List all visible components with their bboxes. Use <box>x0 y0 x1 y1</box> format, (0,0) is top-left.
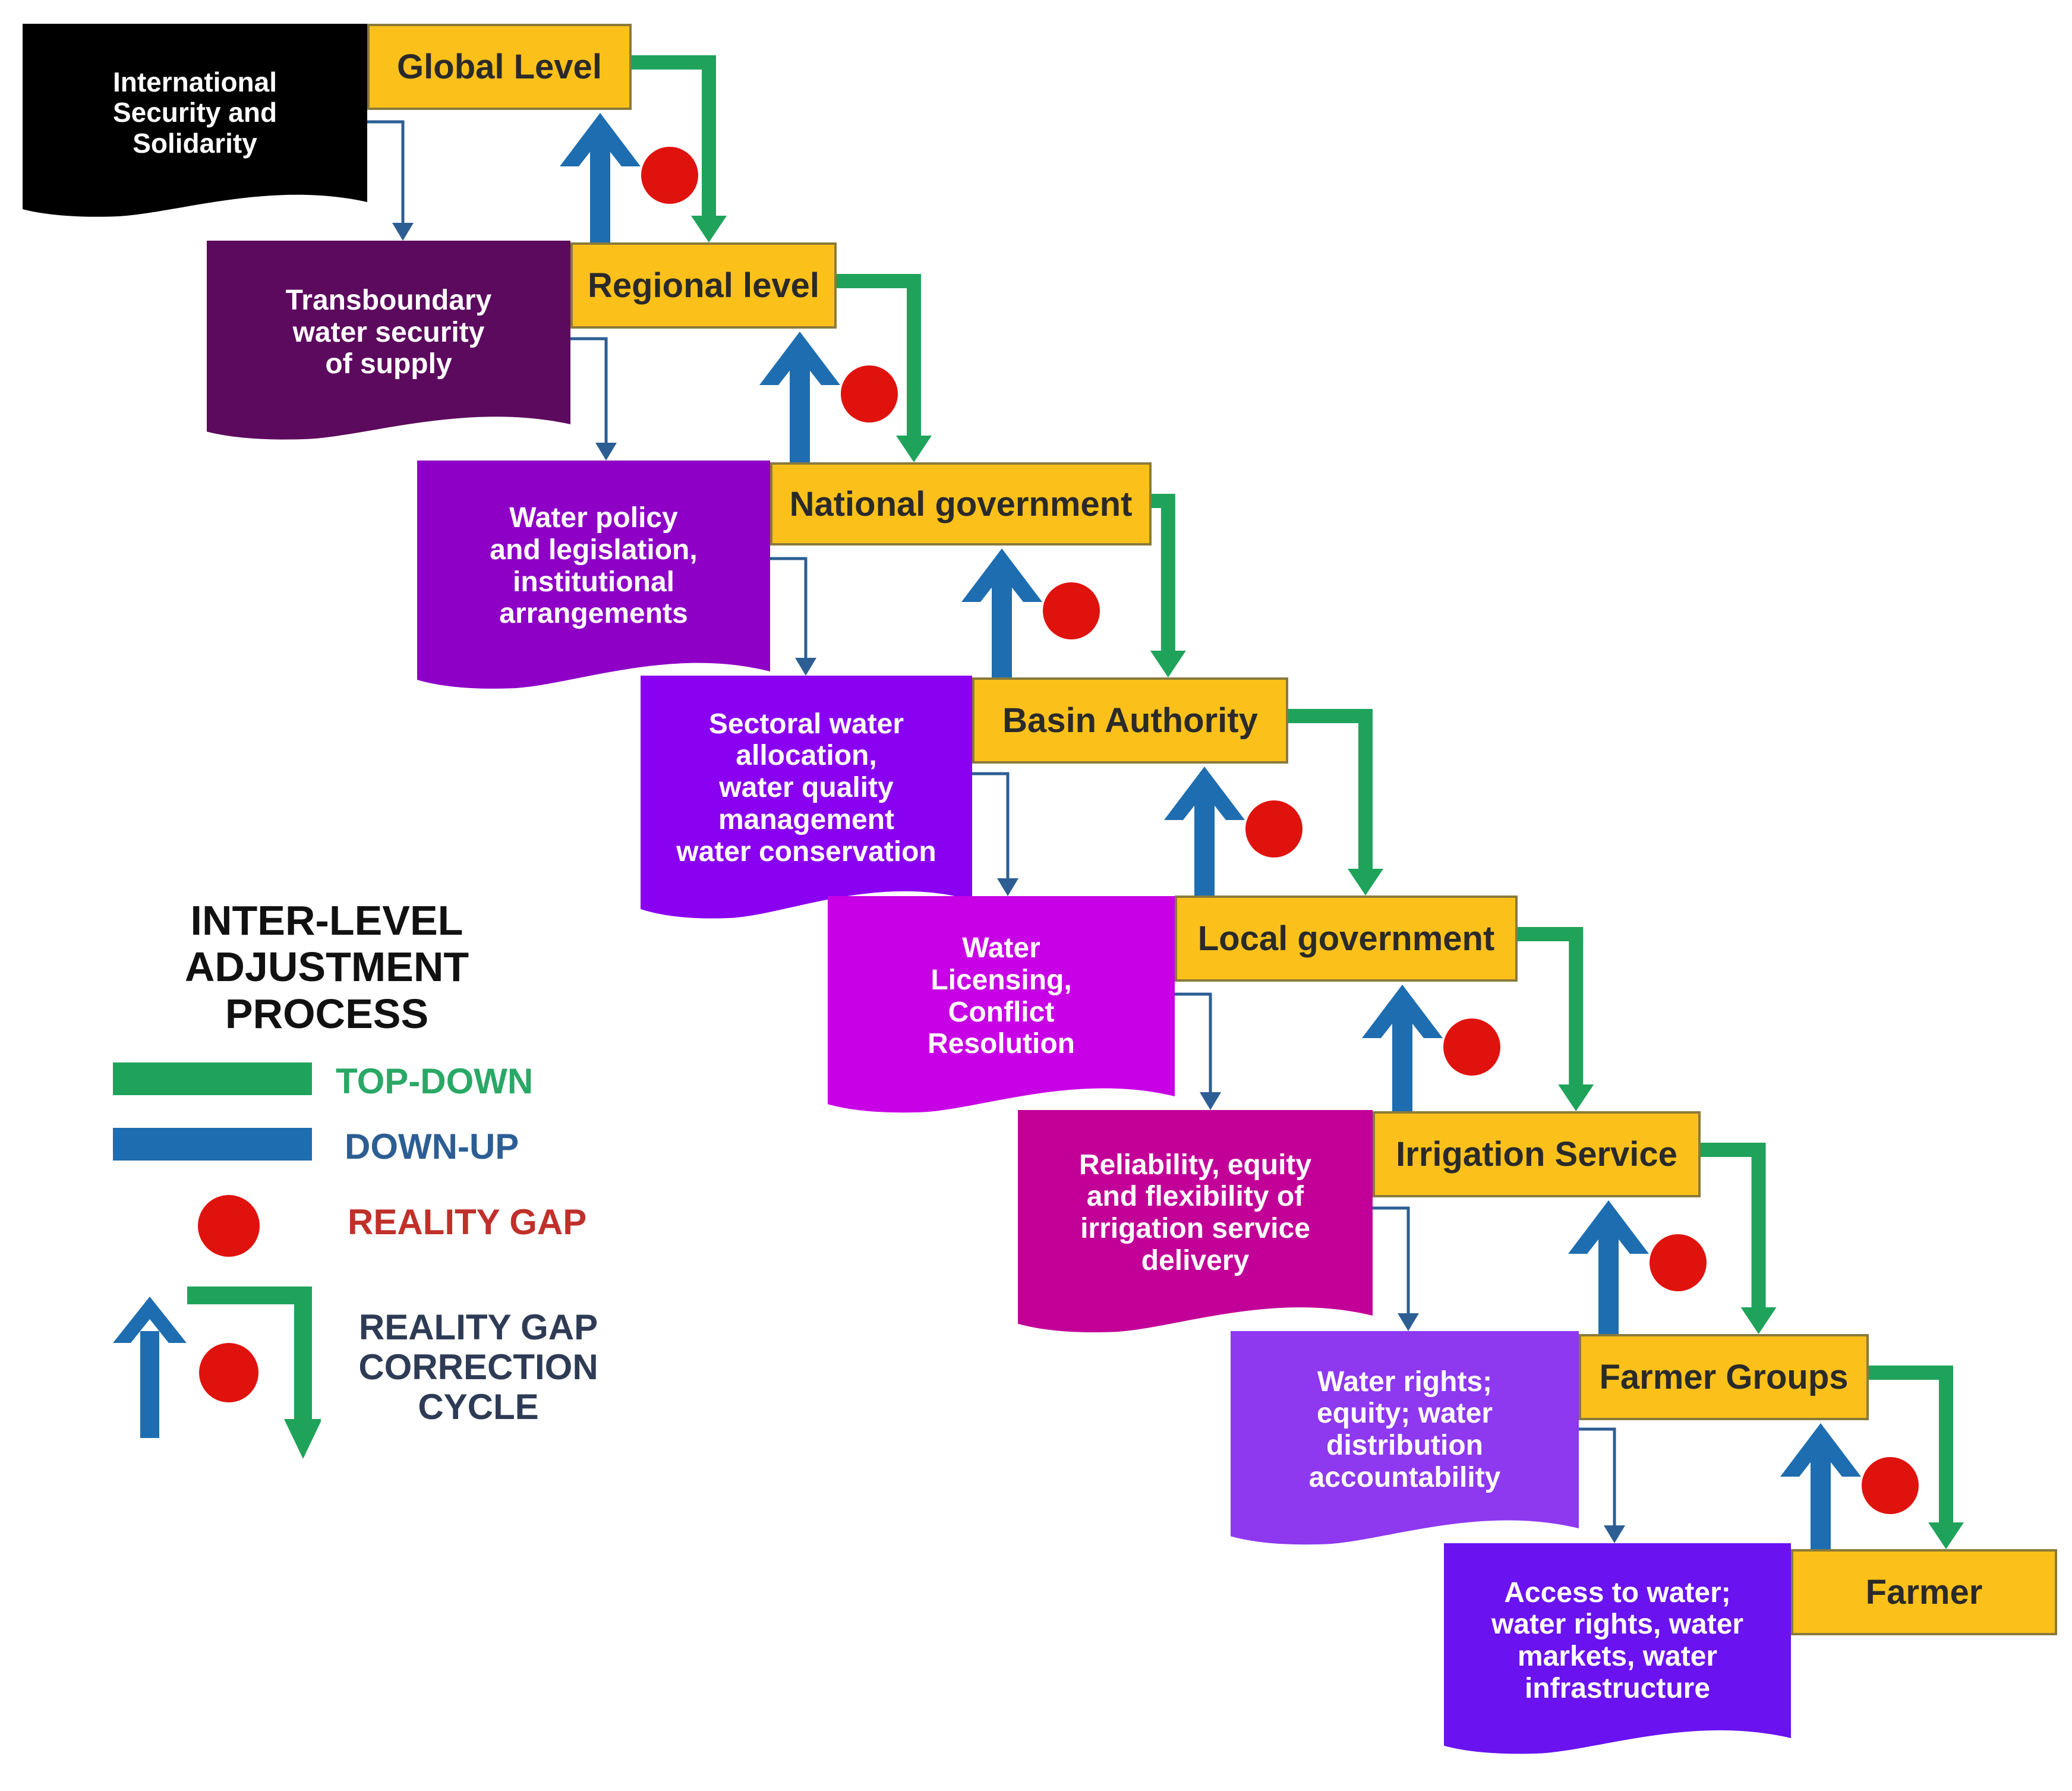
issue-box-5: Water Licensing, Conflict Resolution <box>828 896 1175 1116</box>
down-up-arrowhead-3 <box>961 548 1042 602</box>
down-up-arrowhead-7 <box>1780 1423 1861 1477</box>
level-box-6: Irrigation Service <box>1373 1111 1701 1197</box>
level-box-7: Farmer Groups <box>1579 1334 1869 1420</box>
down-up-arrowhead-5 <box>1362 985 1443 1038</box>
top-down-arrow-6 <box>1701 1143 1766 1310</box>
issue-text: Transboundary water security of supply <box>285 284 492 380</box>
top-down-arrow-2 <box>837 274 921 439</box>
level-box-2: Regional level <box>570 242 837 329</box>
legend-cycle-label: REALITY GAP CORRECTION CYCLE <box>358 1307 598 1427</box>
legend-cycle-up-arrow <box>113 1297 187 1438</box>
level-box-1: Global Level <box>367 24 632 110</box>
issue-box-8: Access to water; water rights, water mar… <box>1444 1543 1791 1757</box>
down-up-arrow-6 <box>1598 1224 1619 1334</box>
legend-top-down-label: TOP-DOWN <box>336 1061 534 1101</box>
legend-down-up-label: DOWN-UP <box>345 1127 519 1166</box>
issue-box-4: Sectoral water allocation, water quality… <box>641 676 972 922</box>
down-up-arrow-7 <box>1811 1447 1831 1549</box>
issue-text: Reliability, equity and flexibility of i… <box>1078 1149 1312 1276</box>
down-up-arrow-3 <box>992 572 1012 677</box>
issue-link-head-3 <box>795 658 816 676</box>
level-box-8: Farmer <box>1791 1549 2057 1635</box>
level-box-3: National government <box>770 462 1152 546</box>
issue-box-1: International Security and Solidarity <box>23 24 367 220</box>
issue-box-shape <box>641 676 972 919</box>
legend-cycle-down-arrow <box>187 1287 321 1459</box>
issue-link-head-1 <box>392 223 414 241</box>
down-up-arrow-1 <box>590 137 610 242</box>
legend-reality-gap-dot <box>198 1195 260 1257</box>
legend-top-down-swatch <box>113 1062 312 1095</box>
issue-link-4 <box>972 772 1010 883</box>
top-down-arrowhead-7 <box>1928 1522 1964 1549</box>
reality-gap-dot-7 <box>1862 1457 1919 1514</box>
reality-gap-dot-5 <box>1443 1019 1500 1076</box>
down-up-arrow-5 <box>1392 1008 1412 1111</box>
issue-box-3: Water policy and legislation, institutio… <box>417 461 770 692</box>
top-down-arrowhead-2 <box>896 436 932 462</box>
issue-link-head-7 <box>1604 1525 1625 1543</box>
level-box-4: Basin Authority <box>972 677 1288 764</box>
legend-reality-gap-label: REALITY GAP <box>348 1202 587 1242</box>
issue-box-shape <box>1444 1543 1791 1754</box>
top-down-arrowhead-3 <box>1150 651 1186 677</box>
reality-gap-dot-6 <box>1650 1234 1707 1291</box>
legend-cycle-gap-dot <box>199 1343 258 1402</box>
reality-gap-dot-3 <box>1043 582 1100 639</box>
legend-title: INTER-LEVEL ADJUSTMENT PROCESS <box>184 897 469 1037</box>
issue-box-shape <box>417 461 770 689</box>
issue-box-shape <box>23 24 367 217</box>
issue-link-7 <box>1579 1427 1616 1530</box>
down-up-arrowhead-1 <box>560 113 641 166</box>
top-down-arrowhead-4 <box>1348 869 1383 895</box>
issue-box-6: Reliability, equity and flexibility of i… <box>1018 1110 1373 1336</box>
down-up-arrowhead-4 <box>1164 767 1245 820</box>
issue-box-2: Transboundary water security of supply <box>207 241 570 443</box>
issue-link-3 <box>770 557 808 663</box>
issue-box-7: Water rights; equity; water distribution… <box>1231 1331 1579 1548</box>
top-down-arrow-1 <box>632 55 716 219</box>
issue-link-5 <box>1175 992 1212 1097</box>
top-down-arrow-4 <box>1288 709 1373 872</box>
issue-box-shape <box>828 896 1175 1113</box>
legend-cycle-icon <box>113 1287 321 1459</box>
issue-box-shape <box>207 241 570 440</box>
top-down-arrowhead-1 <box>691 216 727 242</box>
top-down-arrowhead-5 <box>1558 1084 1594 1111</box>
issue-link-head-6 <box>1398 1313 1419 1331</box>
down-up-arrow-4 <box>1194 790 1215 895</box>
top-down-arrow-7 <box>1869 1366 1953 1525</box>
issue-text: Water Licensing, Conflict Resolution <box>928 932 1075 1060</box>
legend-down-up-swatch <box>113 1128 312 1161</box>
top-down-arrow-5 <box>1518 927 1584 1087</box>
issue-link-head-5 <box>1200 1092 1221 1110</box>
issue-text: Water rights; equity; water distribution… <box>1308 1366 1501 1493</box>
issue-text: Sectoral water allocation, water quality… <box>676 708 936 868</box>
issue-link-head-4 <box>997 878 1018 896</box>
issue-text: Access to water; water rights, water mar… <box>1491 1576 1744 1704</box>
issue-link-head-2 <box>595 443 617 461</box>
issue-text: International Security and Solidarity <box>112 66 277 159</box>
reality-gap-dot-4 <box>1245 800 1303 857</box>
reality-gap-dot-2 <box>841 365 898 422</box>
down-up-arrowhead-6 <box>1568 1200 1649 1254</box>
down-up-arrowhead-2 <box>759 332 840 385</box>
issue-link-6 <box>1373 1206 1410 1318</box>
issue-text: Water policy and legislation, institutio… <box>490 502 698 630</box>
issue-box-shape <box>1231 1331 1579 1545</box>
issue-link-2 <box>570 337 608 447</box>
level-box-5: Local government <box>1175 895 1518 982</box>
reality-gap-dot-1 <box>641 147 698 204</box>
issue-box-shape <box>1018 1110 1373 1333</box>
top-down-arrowhead-6 <box>1740 1307 1777 1334</box>
issue-link-1 <box>367 120 405 228</box>
top-down-arrow-3 <box>1152 494 1175 654</box>
down-up-arrow-2 <box>790 355 810 462</box>
